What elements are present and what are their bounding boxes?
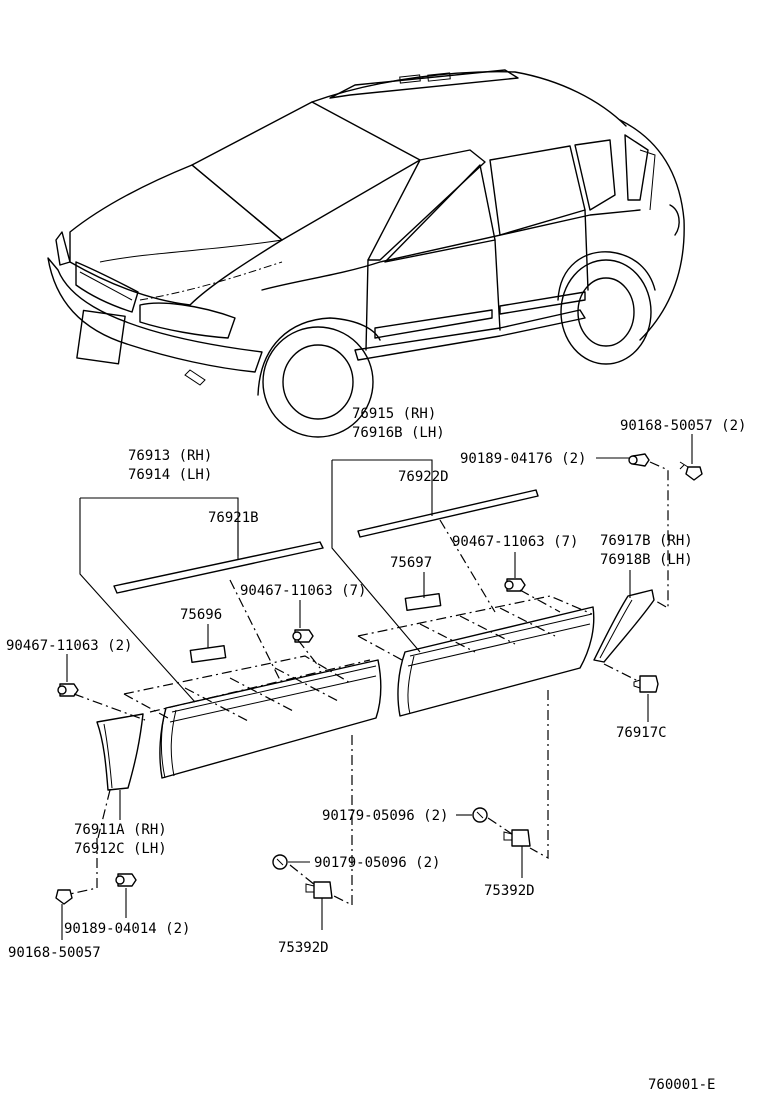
pad-75696 <box>189 644 227 664</box>
label-90189-04176: 90189-04176 (2) <box>460 451 586 467</box>
label-75392Db: 75392D <box>278 940 329 956</box>
label-90168-50057: 90168-50057 <box>8 945 101 961</box>
label-76921B: 76921B <box>208 510 259 526</box>
label-90179-05096b: 90179-05096 (2) <box>314 855 440 871</box>
rear-door-moulding <box>397 606 595 717</box>
guide-lines <box>69 461 669 906</box>
label-75696: 75696 <box>180 607 222 623</box>
pad-75697 <box>404 592 442 612</box>
label-76912C: 76912C (LH) <box>74 841 167 857</box>
label-76917C: 76917C <box>616 725 667 741</box>
rear-piece-76917B <box>593 589 655 663</box>
diagram-id: 760001-E <box>648 1077 715 1093</box>
label-76918B: 76918B (LH) <box>600 552 693 568</box>
label-75392Da: 75392D <box>484 883 535 899</box>
label-76914: 76914 (LH) <box>128 467 212 483</box>
part-labels: 76913 (RH) 76914 (LH) 76921B 76915 (RH) … <box>6 406 746 1093</box>
label-90179-05096a: 90179-05096 (2) <box>322 808 448 824</box>
label-76915: 76915 (RH) <box>352 406 436 422</box>
vehicle-illustration <box>47 69 685 438</box>
moulding-strip-76921B <box>113 541 324 594</box>
label-75697: 75697 <box>390 555 432 571</box>
label-90189-04014: 90189-04014 (2) <box>64 921 190 937</box>
label-76917B: 76917B (RH) <box>600 533 693 549</box>
label-76916B: 76916B (LH) <box>352 425 445 441</box>
label-90168-50057-2: 90168-50057 (2) <box>620 418 746 434</box>
front-door-moulding <box>159 659 382 779</box>
label-76922D: 76922D <box>398 469 449 485</box>
fender-piece-76911A <box>96 713 144 791</box>
label-90467-11063-7a: 90467-11063 (7) <box>240 583 366 599</box>
leader-lines <box>61 434 693 940</box>
label-90467-11063-2: 90467-11063 (2) <box>6 638 132 654</box>
label-76913: 76913 (RH) <box>128 448 212 464</box>
fasteners <box>55 453 703 905</box>
label-90467-11063-7b: 90467-11063 (7) <box>452 534 578 550</box>
moulding-strip-76922D <box>357 489 539 538</box>
label-76911A: 76911A (RH) <box>74 822 167 838</box>
